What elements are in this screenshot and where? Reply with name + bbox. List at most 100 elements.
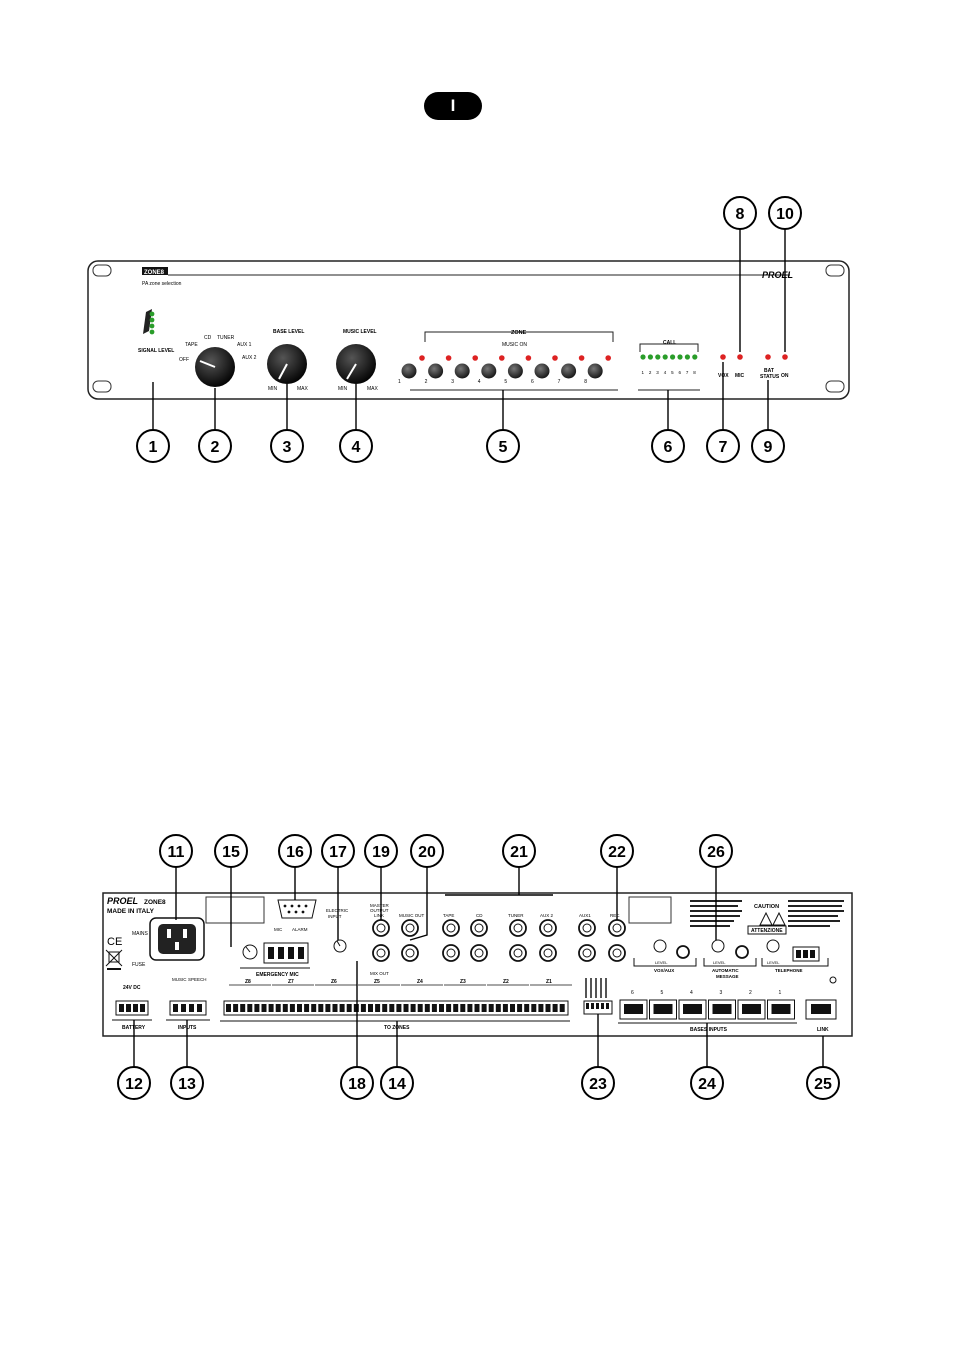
emergency-mic-terminal[interactable] [263, 942, 309, 964]
zone-terminal-pin [226, 1004, 231, 1012]
zone-terminal-pin [488, 1004, 494, 1012]
svg-text:3: 3 [283, 439, 292, 456]
tape-label: TAPE [443, 913, 454, 918]
zone-button-6[interactable] [534, 363, 550, 379]
zone-number: 5 [504, 379, 507, 385]
zone-button-7[interactable] [561, 363, 577, 379]
zone-button-5[interactable] [507, 363, 523, 379]
svg-text:26: 26 [707, 844, 725, 861]
mix-out-label: MIX OUT [370, 971, 389, 976]
rca-jack[interactable] [608, 944, 626, 962]
automatic-message-level-trim[interactable] [711, 939, 725, 953]
svg-text:7: 7 [719, 439, 728, 456]
bat-label: BAT [764, 368, 774, 374]
bases-inputs-label: BASES INPUTS [690, 1027, 728, 1033]
zone-terminal-pin [552, 1004, 558, 1012]
svg-text:24: 24 [698, 1076, 716, 1093]
rca-jack[interactable] [539, 919, 557, 937]
source-selector-knob[interactable]: OFF TAPE CD TUNER AUX 1 AUX 2 [179, 335, 257, 387]
aux2-label: AUX 2 [540, 913, 554, 918]
emergency-mic-trim[interactable] [242, 944, 258, 960]
call-number: 6 [679, 370, 682, 375]
tuner-label: TUNER [508, 913, 524, 918]
db9-connector[interactable] [277, 899, 317, 919]
front-brand-logo: PROEL [762, 270, 793, 280]
power-led [782, 354, 788, 360]
zone-terminal-pin [446, 1004, 452, 1012]
zone-button-2[interactable] [428, 363, 444, 379]
call-led [670, 354, 676, 360]
selector-aux1: AUX 1 [237, 342, 252, 348]
front-panel: ZONE8 PA zone selection PROEL SIGNAL LEV… [87, 260, 850, 400]
zone-terminal-pin [325, 1004, 331, 1012]
message-label: MESSAGE [716, 974, 739, 979]
call-led [655, 354, 661, 360]
level-label-3: LEVEL [767, 960, 780, 965]
callout-25: 25 [806, 1066, 840, 1100]
zone-terminal-pin [538, 1004, 544, 1012]
front-leader-lines [152, 229, 786, 430]
music-out-jack-2[interactable] [401, 944, 419, 962]
electric-input-trim[interactable] [333, 939, 347, 953]
mic-led [737, 354, 743, 360]
rack-hole-icon [825, 380, 845, 393]
rca-jack[interactable] [539, 944, 557, 962]
master-label: MASTER [370, 903, 390, 908]
svg-text:22: 22 [608, 844, 626, 861]
zone-terminal-pin [396, 1004, 402, 1012]
call-number: 5 [671, 370, 674, 375]
zone-terminal-pin [495, 1004, 501, 1012]
svg-text:19: 19 [372, 844, 390, 861]
zone-button-4[interactable] [481, 363, 497, 379]
zone-button-3[interactable] [454, 363, 470, 379]
callout-26: 26 [699, 834, 733, 868]
base-min: MIN [268, 386, 278, 392]
zone-button-1[interactable] [401, 363, 417, 379]
label-plate [205, 896, 265, 924]
zone-terminal-pin [417, 1004, 423, 1012]
dip-switch[interactable] [583, 978, 613, 1015]
music-on-led [525, 355, 532, 361]
zone-tag: Z3 [460, 979, 466, 985]
rca-jack[interactable] [578, 919, 596, 937]
weee-bin-icon [105, 949, 123, 970]
vox-aux-jack[interactable] [676, 945, 690, 959]
music-on-label: MUSIC ON [502, 342, 527, 348]
zone-terminal-pin [481, 1004, 487, 1012]
telephone-level-trim[interactable] [766, 939, 780, 953]
callout-24: 24 [690, 1066, 724, 1100]
callout-9: 9 [751, 429, 785, 463]
zone-button-8[interactable] [587, 363, 603, 379]
zone-terminal-strip[interactable] [223, 1000, 569, 1016]
zone-terminal-pin [382, 1004, 388, 1012]
emergency-mic-label: EMERGENCY MIC [256, 972, 299, 978]
base-level-knob[interactable]: BASE LEVEL MIN MAX [267, 329, 309, 392]
rca-jack[interactable] [509, 944, 527, 962]
rca-jack[interactable] [578, 944, 596, 962]
label-plate [628, 896, 672, 924]
zone-number: 6 [531, 379, 534, 385]
automatic-message-jack[interactable] [735, 945, 749, 959]
music-out-jack-1[interactable] [401, 919, 419, 937]
mix-out-jack[interactable] [372, 944, 390, 962]
rear-panel: PROEL ZONE8 MADE IN ITALY CE MAINS FUSE … [102, 892, 853, 1037]
music-level-knob[interactable]: MUSIC LEVEL MIN MAX [336, 329, 379, 392]
vox-aux-level-trim[interactable] [653, 939, 667, 953]
mains-socket[interactable]: MAINS FUSE [132, 917, 205, 968]
vox-aux-label: VOX/AUX [654, 968, 674, 973]
zone-terminal-pin [424, 1004, 430, 1012]
rca-jack[interactable] [509, 919, 527, 937]
callout-12: 12 [117, 1066, 151, 1100]
rca-jack[interactable] [442, 919, 460, 937]
rca-jack[interactable] [442, 944, 460, 962]
callout-10: 10 [768, 196, 802, 230]
rca-jack[interactable] [470, 944, 488, 962]
callout-8: 8 [723, 196, 757, 230]
dc-label: 24V DC [123, 985, 141, 991]
svg-text:12: 12 [125, 1076, 143, 1093]
zone-terminal-pin [467, 1004, 473, 1012]
rca-jack[interactable] [470, 919, 488, 937]
zone-terminal-pin [282, 1004, 288, 1012]
